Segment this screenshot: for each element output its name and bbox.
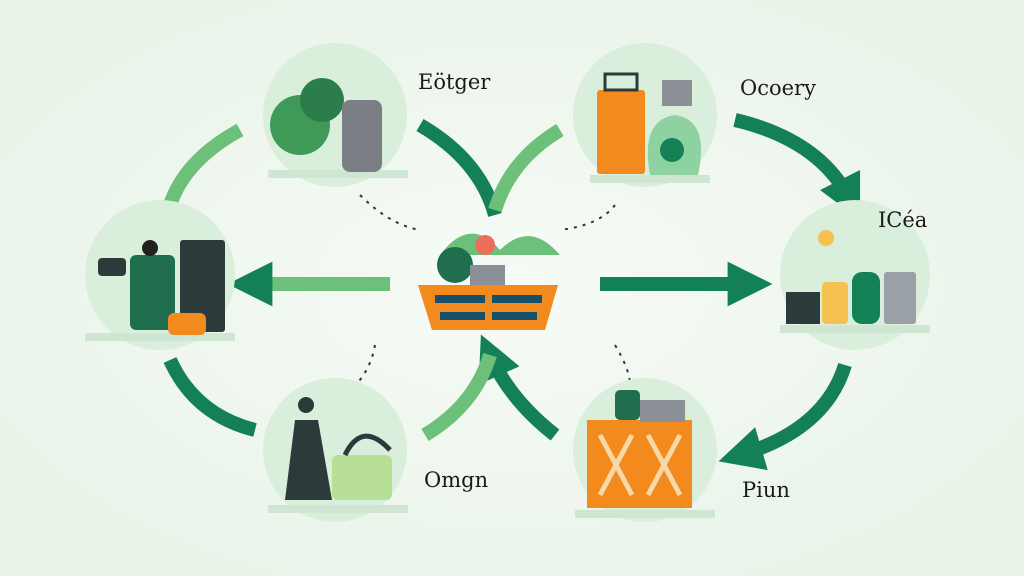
- arc-left-bottom: [163, 356, 257, 437]
- label-bottom-left: Omgn: [424, 468, 489, 492]
- label-top-right: Ocoery: [740, 76, 816, 100]
- arc-center-right: [488, 123, 564, 213]
- arc-right-top: [733, 113, 861, 221]
- node-bottom-right: [573, 378, 717, 522]
- arc-right-bottom: [718, 362, 852, 471]
- node-top-right: [573, 43, 717, 187]
- label-bottom-right: Piun: [742, 478, 790, 502]
- arc-bottom-right-up: [478, 334, 560, 441]
- flow-arrows: [163, 113, 861, 471]
- label-right: ICéa: [878, 208, 928, 232]
- arc-bottom-left-up: [421, 352, 497, 442]
- arc-left-top: [163, 123, 244, 208]
- node-right: [780, 200, 930, 350]
- node-bottom-left: [263, 378, 408, 522]
- label-top-left: Eötger: [418, 70, 491, 94]
- center-basket: [418, 233, 560, 330]
- node-top-left: [263, 43, 408, 187]
- node-left: [85, 200, 235, 350]
